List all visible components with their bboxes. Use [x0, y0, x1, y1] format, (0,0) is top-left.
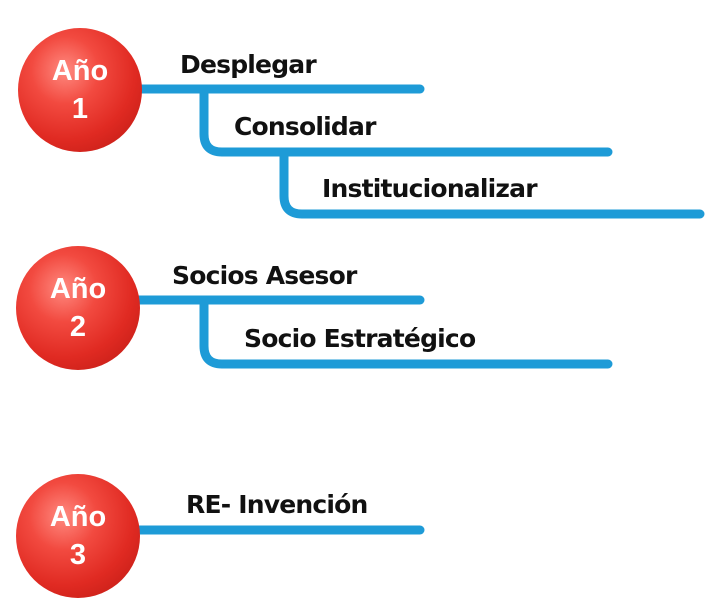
stage-consolidar: Consolidar [234, 112, 376, 141]
year-1-circle: Año 1 [18, 28, 142, 152]
year-3-word: Año [49, 501, 107, 533]
year-1-word: Año [51, 55, 109, 87]
stage-desplegar: Desplegar [180, 50, 317, 79]
stage-socio-estrategico: Socio Estratégico [244, 324, 476, 353]
year-3-circle: Año 3 [16, 474, 140, 598]
stage-reinvencion: RE- Invención [186, 490, 368, 519]
stage-socios-asesor: Socios Asesor [172, 261, 357, 290]
line-y1-institucionalizar [279, 147, 705, 219]
year-3-number: 3 [69, 539, 87, 571]
year-2-word: Año [49, 273, 107, 305]
year-2-circle: Año 2 [16, 246, 140, 370]
year-2-number: 2 [69, 311, 87, 343]
line-y1-consolidar [199, 84, 613, 157]
year-1-number: 1 [71, 93, 89, 125]
stage-institucionalizar: Institucionalizar [322, 174, 538, 203]
line-y2-socio-estrategico [199, 295, 613, 369]
